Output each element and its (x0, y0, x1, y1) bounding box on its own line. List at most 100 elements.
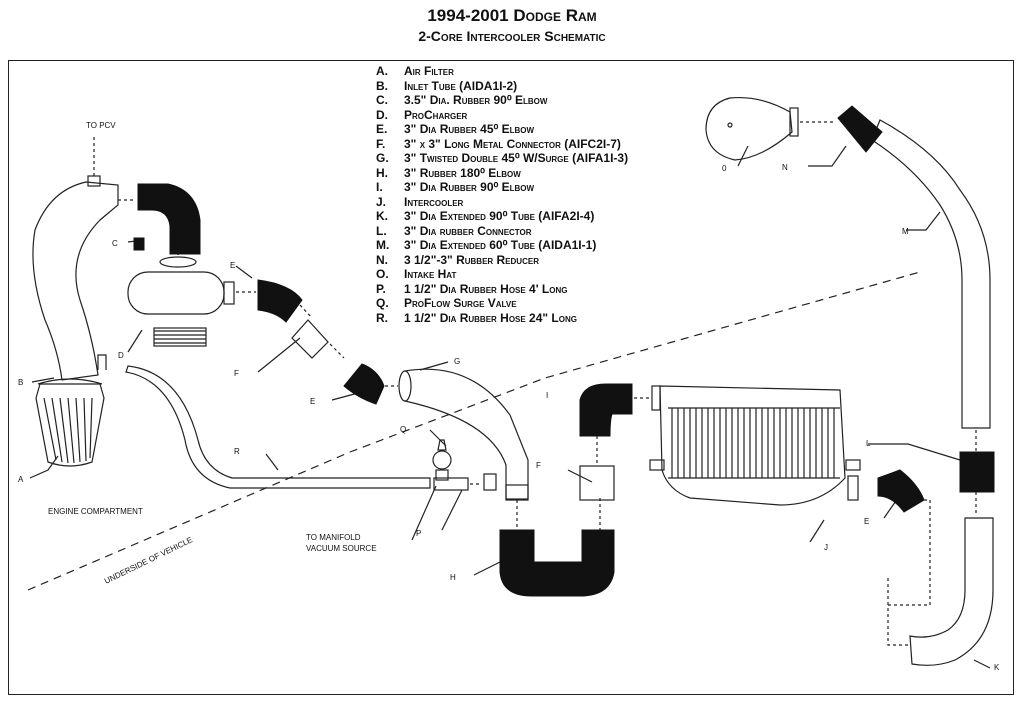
callout-a: A (18, 475, 24, 484)
callout-k: K (994, 663, 1000, 672)
title-line-2: 2-Core Intercooler Schematic (418, 28, 606, 44)
legend-item: K. 3" Dia Extended 90⁰ Tube (AIFA2I-4) (376, 209, 628, 224)
air-filter (35, 378, 105, 467)
legend-text: Intercooler (404, 194, 464, 209)
legend-key: K. (376, 209, 388, 223)
legend-key: G. (376, 151, 389, 165)
legend-item: Q. ProFlow Surge Valve (376, 296, 628, 311)
legend-text: ProFlow Surge Valve (404, 296, 517, 310)
callout-c: C (112, 239, 118, 248)
legend-item: M. 3" Dia Extended 60⁰ Tube (AIDA1I-1) (376, 238, 628, 253)
label-to-manifold-1: TO MANIFOLD (306, 533, 361, 542)
legend-item: B. Inlet Tube (AIDA1I-2) (376, 79, 628, 94)
legend-text: 1 1/2" Dia Rubber Hose 4' Long (404, 281, 568, 296)
diagram-frame (8, 60, 1014, 695)
legend-text: ProCharger (404, 107, 468, 122)
legend-item: F.3" x 3" Long Metal Connector (AIFC2I-7… (376, 137, 628, 152)
callout-f-upper: F (234, 369, 239, 378)
label-to-pcv: TO PCV (86, 121, 116, 130)
elbow-c-small-part (133, 237, 145, 251)
title-line-1: 1994-2001 Dodge Ram (427, 6, 597, 25)
legend-item: P.1 1/2" Dia Rubber Hose 4' Long (376, 282, 628, 297)
legend-key: O. (376, 267, 389, 281)
legend-text: 1 1/2" Dia Rubber Hose 24" Long (404, 310, 577, 325)
legend-key: C. (376, 93, 388, 107)
callout-o: 0 (722, 164, 727, 173)
tube-m (871, 119, 991, 429)
callout-r: R (234, 447, 240, 456)
elbow-h (499, 529, 615, 597)
callout-n: N (782, 163, 788, 172)
callout-e-middle: E (310, 397, 315, 406)
legend-text: 3" Dia Rubber 90⁰ Elbow (404, 180, 535, 194)
legend-key: J. (376, 194, 387, 209)
callout-p: P (416, 529, 421, 538)
bypass-port (97, 354, 107, 370)
legend-text: 3" Dia Extended 90⁰ Tube (AIFA2I-4) (404, 209, 595, 223)
legend-text: 3" Dia Extended 60⁰ Tube (AIDA1I-1) (404, 238, 597, 252)
elbow-e-middle (343, 363, 385, 405)
legend-text: 3" x 3" Long Metal Connector (AIFC2I-7) (404, 136, 621, 151)
hose-r (125, 365, 431, 489)
legend-key: Q. (376, 296, 389, 310)
callout-q: Q (400, 425, 406, 434)
legend-key: R. (376, 310, 388, 325)
tube-k (909, 517, 994, 666)
pcv-port (87, 175, 101, 187)
legend-item: D.ProCharger (376, 108, 628, 123)
legend-text: 3 1/2"-3" Rubber Reducer (404, 252, 539, 267)
twisted-tube-g (398, 368, 529, 501)
callout-i: I (546, 391, 548, 400)
legend-key: N. (376, 252, 388, 267)
callout-e-right: E (864, 517, 869, 526)
callout-e-upper: E (230, 261, 235, 270)
legend-item: O.Intake Hat (376, 267, 628, 282)
callout-b: B (18, 378, 23, 387)
legend-text: 3" Dia Rubber 45⁰ Elbow (404, 122, 535, 136)
legend-item: L. 3" Dia rubber Connector (376, 224, 628, 239)
legend-item: N. 3 1/2"-3" Rubber Reducer (376, 253, 628, 268)
procharger (127, 256, 235, 347)
elbow-c (137, 183, 201, 255)
legend-item: I.3" Dia Rubber 90⁰ Elbow (376, 180, 628, 195)
legend-key: M. (376, 238, 390, 252)
intercooler-j (649, 385, 861, 506)
legend-text: 3" Twisted Double 45⁰ W/Surge (AIFA1I-3) (404, 151, 629, 165)
connector-f-lower (579, 465, 615, 501)
label-underside: UNDERSIDE OF VEHICLE (103, 535, 194, 586)
label-to-manifold-2: VACUUM SOURCE (306, 544, 377, 553)
legend-text: Inlet Tube (AIDA1I-2) (404, 78, 518, 93)
legend-item: H.3" Rubber 180⁰ Elbow (376, 166, 628, 181)
elbow-i (579, 383, 633, 437)
callout-f-lower: F (536, 461, 541, 470)
elbow-e-upper (257, 279, 303, 323)
hose-p (433, 477, 469, 491)
legend-key: B. (376, 78, 388, 93)
legend-text: Air Filter (404, 64, 454, 78)
callout-m: M (902, 227, 909, 236)
legend-key: L. (376, 223, 387, 238)
legend-key: E. (376, 122, 388, 136)
intake-hat-o (705, 96, 799, 161)
legend-item: R. 1 1/2" Dia Rubber Hose 24" Long (376, 311, 628, 326)
legend-item: A. Air Filter (376, 64, 628, 79)
label-engine-compartment: ENGINE COMPARTMENT (48, 507, 143, 516)
callout-d: D (118, 351, 124, 360)
compartment-divider (27, 271, 921, 591)
inlet-tube (32, 181, 119, 381)
legend-item: J. Intercooler (376, 195, 628, 210)
connector-l (959, 451, 995, 493)
reducer-n (837, 105, 883, 153)
legend-item: C. 3.5" Dia. Rubber 90⁰ Elbow (376, 93, 628, 108)
legend-text: 3" Dia rubber Connector (404, 223, 532, 238)
callout-g: G (454, 357, 460, 366)
callout-h: H (450, 573, 456, 582)
legend-item: G. 3" Twisted Double 45⁰ W/Surge (AIFA1I-… (376, 151, 628, 166)
legend-key: A. (376, 64, 388, 78)
legend-text: 3" Rubber 180⁰ Elbow (404, 165, 521, 180)
callout-l: L (866, 439, 871, 448)
elbow-e-right (877, 469, 925, 513)
legend-text: 3.5" Dia. Rubber 90⁰ Elbow (404, 93, 548, 107)
